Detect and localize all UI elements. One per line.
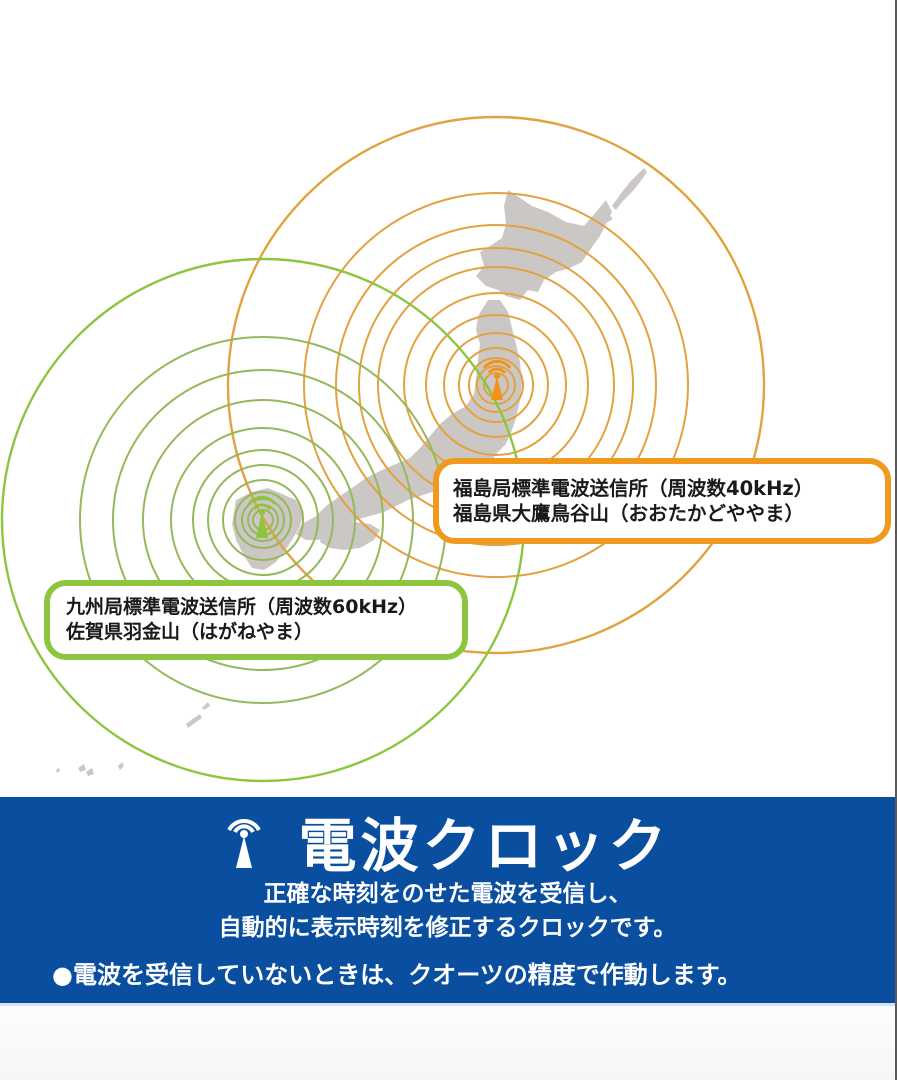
bottom-background	[0, 1006, 895, 1080]
banner-description-line-1: 正確な時刻をのせた電波を受信し、	[263, 881, 632, 907]
kyushu-station-location: 佐賀県羽金山（はがねやま）	[66, 621, 314, 643]
banner-description: 正確な時刻をのせた電波を受信し、 自動的に表示時刻を修正するクロックです。	[0, 877, 895, 945]
banner-title-row: 電波クロック	[0, 797, 895, 885]
radio-clock-banner: 電波クロック 正確な時刻をのせた電波を受信し、 自動的に表示時刻を修正するクロッ…	[0, 797, 895, 1003]
kyushu-station-name: 九州局標準電波送信所（周波数60kHz）	[66, 596, 418, 618]
fukushima-station-name: 福島局標準電波送信所（周波数40kHz）	[453, 477, 814, 500]
fukushima-coverage-rings	[226, 115, 766, 655]
fukushima-antenna-icon	[482, 359, 512, 400]
banner-title: 電波クロック	[298, 812, 671, 880]
banner-description-line-2: 自動的に表示時刻を修正するクロックです。	[218, 915, 677, 941]
kyushu-station-label: 九州局標準電波送信所（周波数60kHz） 佐賀県羽金山（はがねやま）	[44, 580, 468, 660]
antenna-icon	[227, 819, 262, 868]
fukushima-station-label: 福島局標準電波送信所（周波数40kHz） 福島県大鷹鳥谷山（おおたかどややま）	[433, 458, 891, 544]
banner-quartz-note: ●電波を受信していないときは、クオーツの精度で作動します。	[52, 961, 742, 989]
banner-underline	[0, 1003, 895, 1006]
kyushu-antenna-icon	[247, 495, 277, 538]
fukushima-station-location: 福島県大鷹鳥谷山（おおたかどややま）	[453, 502, 805, 525]
page-edge-divider	[895, 0, 897, 1080]
japan-radio-coverage-map	[0, 115, 766, 783]
